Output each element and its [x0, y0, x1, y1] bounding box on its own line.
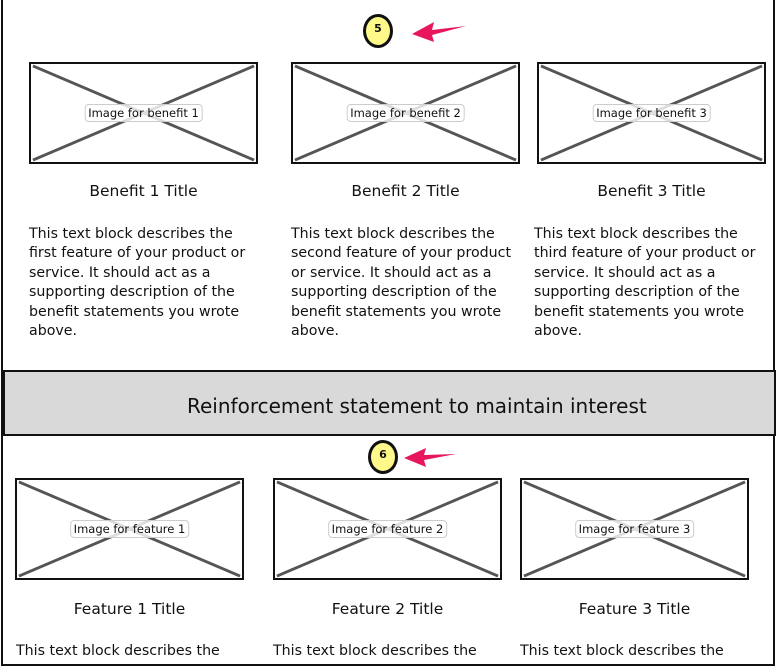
image-placeholder: Image for feature 1 [15, 478, 244, 580]
benefits-description: This text block describes the second fea… [291, 226, 512, 340]
callout-6: 6 [368, 440, 398, 474]
features-description: This text block describes the [273, 643, 477, 659]
image-placeholder: Image for feature 3 [520, 478, 749, 580]
arrow-icon [404, 448, 456, 467]
image-label: Image for benefit 1 [84, 104, 203, 122]
reinforcement-banner: Reinforcement statement to maintain inte… [3, 370, 776, 436]
features-description: This text block describes the [16, 643, 220, 659]
arrow-icon [412, 22, 466, 42]
benefits-description: This text block describes the first feat… [29, 226, 246, 340]
image-placeholder: Image for benefit 3 [537, 62, 766, 164]
image-label: Image for feature 2 [327, 520, 448, 538]
image-label: Image for feature 1 [69, 520, 190, 538]
benefits-title: Benefit 2 Title [351, 182, 460, 200]
banner-text: Reinforcement statement to maintain inte… [187, 394, 647, 418]
image-label: Image for feature 3 [574, 520, 695, 538]
features-title: Feature 1 Title [73, 600, 186, 618]
features-title: Feature 3 Title [578, 600, 691, 618]
image-label: Image for benefit 2 [346, 104, 465, 122]
benefits-title: Benefit 3 Title [597, 182, 706, 200]
benefits-description: This text block describes the third feat… [534, 226, 756, 340]
features-description: This text block describes the [520, 643, 724, 659]
image-placeholder: Image for benefit 2 [291, 62, 520, 164]
image-label: Image for benefit 3 [592, 104, 711, 122]
image-placeholder: Image for feature 2 [273, 478, 502, 580]
features-title: Feature 2 Title [331, 600, 444, 618]
benefits-title: Benefit 1 Title [89, 182, 198, 200]
image-placeholder: Image for benefit 1 [29, 62, 258, 164]
callout-5: 5 [363, 14, 393, 48]
